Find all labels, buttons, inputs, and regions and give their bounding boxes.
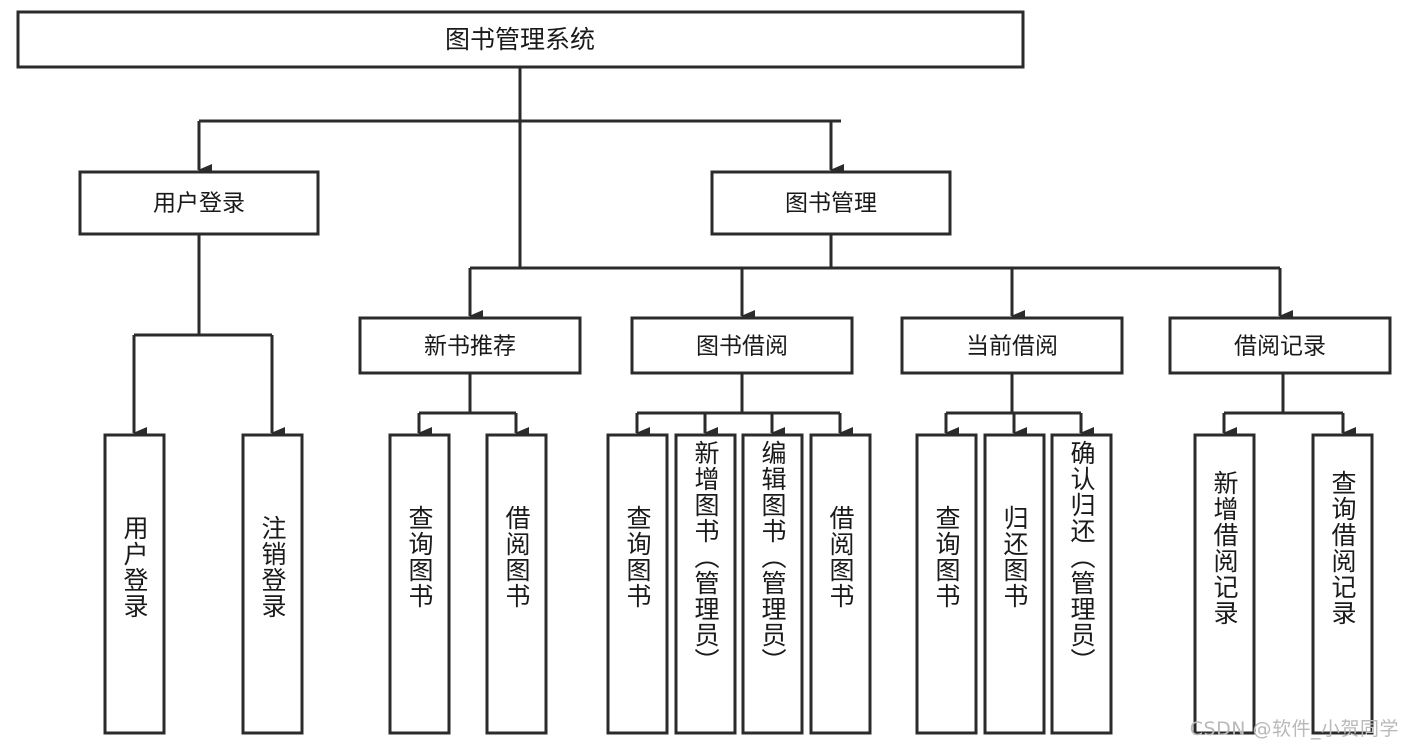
leaf-box-query-book-1[interactable] [388, 433, 451, 735]
leaf-box-add-book[interactable] [674, 433, 737, 735]
connector-group-user-login [132, 234, 285, 439]
leaf-box-query-book-2[interactable] [606, 433, 669, 735]
node-label-current-borrow: 当前借阅 [966, 334, 1058, 360]
node-label-title: 图书管理系统 [445, 25, 595, 54]
node-book-borrow[interactable]: 图书借阅 [630, 316, 854, 375]
connector-group-borrow-record [1222, 373, 1356, 439]
leaf-box-query-record[interactable] [1311, 433, 1374, 735]
leaf-box-borrow-book-1[interactable] [485, 433, 548, 735]
connector-group-book-manage [468, 234, 1293, 322]
csdn-watermark: CSDN @软件_小贺同学 [1189, 718, 1399, 740]
leaf-box-group [103, 433, 1374, 735]
connector-group-book-borrow [635, 373, 853, 439]
node-label-borrow-record: 借阅记录 [1234, 334, 1326, 360]
node-label-new-book-recommend: 新书推荐 [424, 334, 516, 360]
leaf-box-add-record[interactable] [1193, 433, 1256, 735]
leaf-box-query-book-3[interactable] [915, 433, 978, 735]
leaf-box-user-login[interactable] [103, 433, 166, 735]
node-book-management-system[interactable]: 图书管理系统 [16, 10, 1025, 69]
leaf-box-borrow-book-2[interactable] [809, 433, 872, 735]
node-label-book-manage: 图书管理 [785, 191, 877, 217]
leaf-box-logout[interactable] [241, 433, 304, 735]
leaf-box-return-book[interactable] [983, 433, 1046, 735]
node-label-book-borrow: 图书借阅 [696, 334, 788, 360]
connector-group-current-borrow [944, 373, 1094, 439]
connector-group-root [197, 67, 844, 268]
node-user-login[interactable]: 用户登录 [78, 170, 320, 236]
node-current-borrow[interactable]: 当前借阅 [900, 316, 1124, 375]
node-new-book-recommend[interactable]: 新书推荐 [358, 316, 582, 375]
leaf-box-edit-book[interactable] [741, 433, 804, 735]
node-book-manage[interactable]: 图书管理 [710, 170, 952, 236]
node-label-user-login: 用户登录 [153, 191, 245, 217]
node-borrow-record[interactable]: 借阅记录 [1168, 316, 1392, 375]
leaf-box-confirm-return[interactable] [1050, 433, 1113, 735]
connector-group-new-book-recommend [417, 373, 529, 439]
